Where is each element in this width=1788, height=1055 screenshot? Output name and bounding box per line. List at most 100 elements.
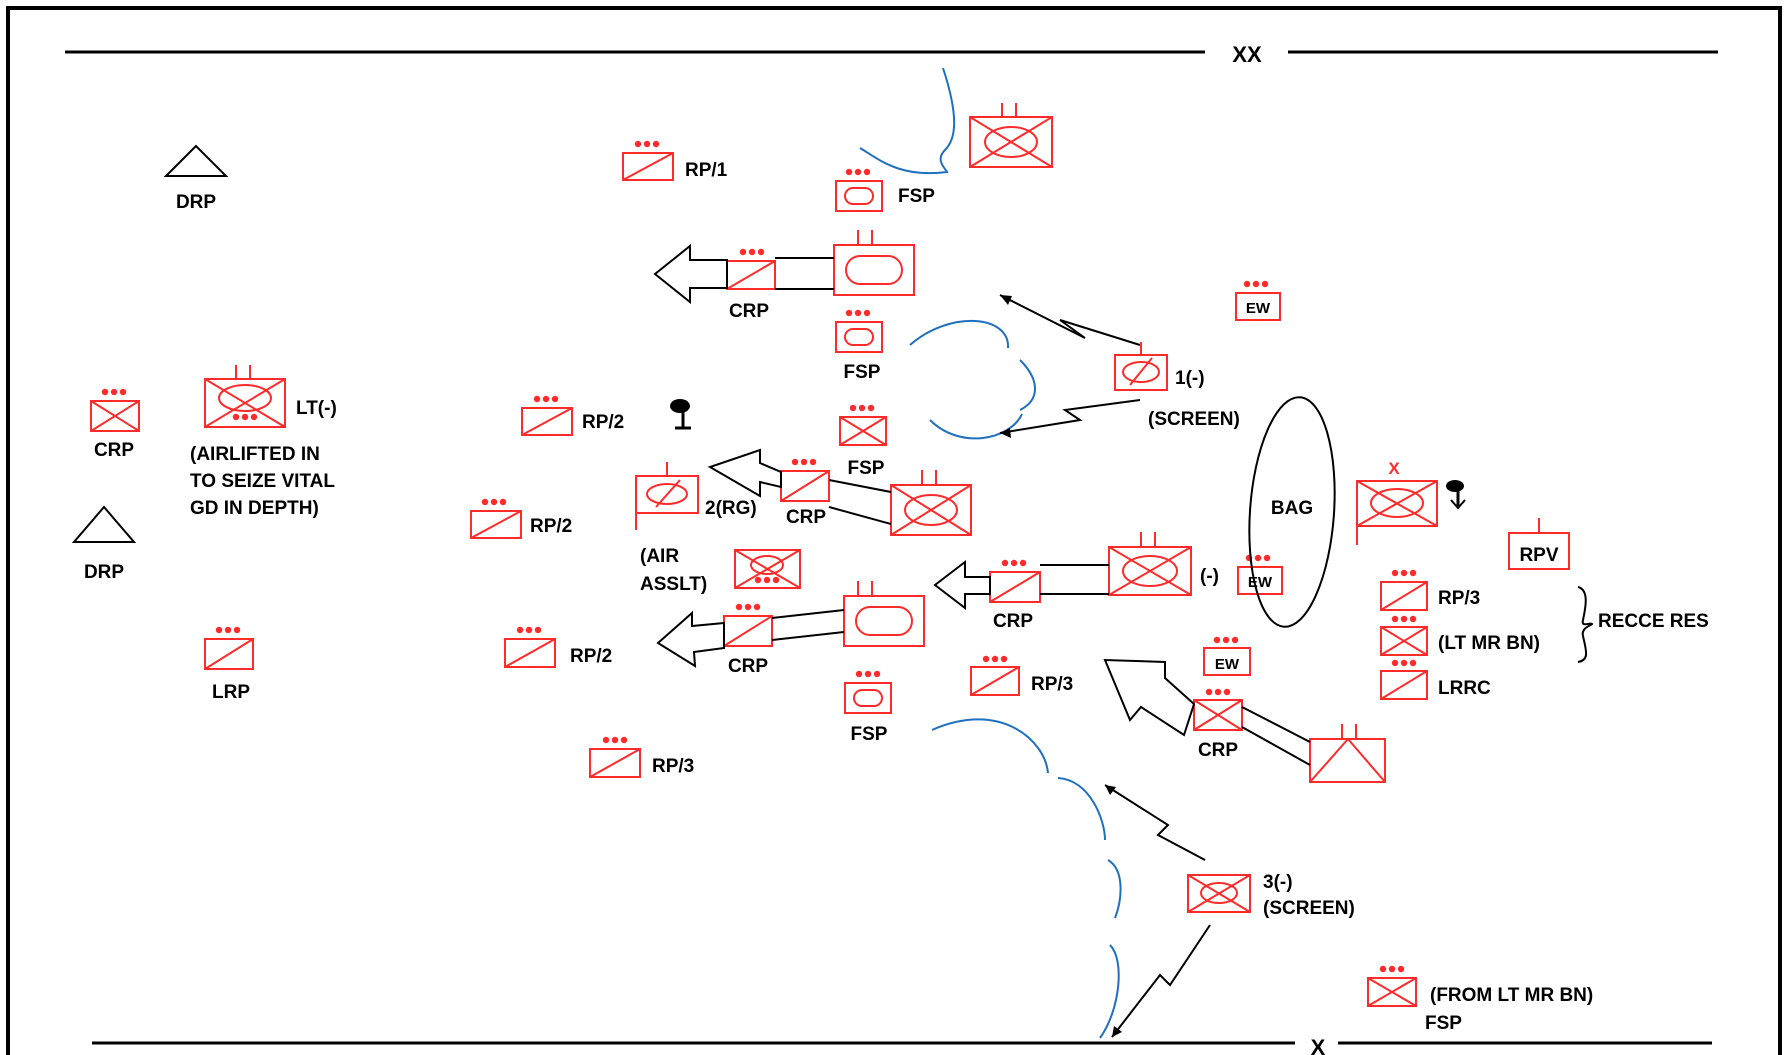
fsp-label-2: FSP [844,362,881,383]
fsp-label-1: FSP [898,186,935,207]
rp3-label-right: RP/3 [1438,588,1480,609]
from-lt-label-1: (FROM LT MR BN) [1430,985,1593,1006]
crp-symbol-3 [780,458,830,502]
rp3-symbol-right [1380,569,1428,611]
bag-area [1248,396,1336,628]
ew-symbol-1 [1235,280,1281,321]
airlift-note-2: TO SEIZE VITAL [190,471,335,492]
screen3-label-a: 3(-) [1263,872,1293,893]
fsp-label-3: FSP [848,458,885,479]
drp-label-2: DRP [84,562,124,583]
rp3-symbol-left [589,736,641,778]
lt-mr-bn-symbol [1380,615,1428,656]
drp-label-1: DRP [176,192,216,213]
crp-label-5: CRP [1198,740,1238,761]
lightning-arrow-3b [1111,924,1211,1038]
screen3-label-b: (SCREEN) [1263,898,1355,919]
rp1-symbol [622,140,674,181]
screen-arc-south [931,718,1122,1039]
crp-label-left: CRP [94,440,134,461]
screen1-label-a: 1(-) [1175,368,1205,389]
airlift-note-3: GD IN DEPTH) [190,498,319,519]
fsp-label-4: FSP [851,724,888,745]
lightning-arrow-1b [999,399,1141,434]
screen-arc-top [859,67,956,175]
rg-label: 2(RG) [705,498,757,519]
lightning-arrow-3a [1104,784,1206,861]
crp-symbol-left [90,388,140,432]
helicopter-icon-left [670,399,691,430]
crp-label-2: CRP [786,507,826,528]
crp-label-4: CRP [728,656,768,677]
air-assault-label-2: ASSLT) [640,574,707,595]
crp-symbol-4 [989,559,1041,603]
tank-unit-main [1108,532,1192,596]
brigade-unit [1356,480,1438,545]
rp2-label-c: RP/2 [570,646,612,667]
ew-label-1: EW [1246,300,1271,317]
fsp-symbol-1 [835,168,883,212]
rp2-symbol-b [470,498,522,539]
lightning-arrow-1a [999,294,1141,346]
airlift-note-1: (AIRLIFTED IN [190,444,320,465]
advance-arrow-rg [707,448,782,498]
rg-unit [635,462,699,530]
recce-res-label: RECCE RES [1598,611,1709,632]
rp2-symbol-c [504,626,556,668]
drp-triangle-2 [71,505,137,543]
lrrc-symbol [1380,659,1428,700]
rp3-label-left: RP/3 [652,756,694,777]
lt-label: LT(-) [296,398,337,419]
rpv-label: RPV [1519,545,1558,566]
lrp-symbol [204,626,254,670]
advance-arrow-east [1103,658,1196,737]
rp2-label-b: RP/2 [530,516,572,537]
boundary-label-bottom: X [1311,1035,1326,1055]
fsp-symbol-4 [844,670,892,714]
lt-airlifted-symbol [204,365,286,428]
ew-label-2: EW [1248,574,1273,591]
rpv-symbol [1508,518,1570,570]
screen-arc-middle [909,319,1036,440]
crp-label-3: CRP [993,611,1033,632]
screen1-label-b: (SCREEN) [1148,409,1240,430]
bag-label: BAG [1271,498,1313,519]
lrp-label: LRP [212,682,250,703]
tank-unit-center [890,470,972,536]
rp1-label: RP/1 [685,160,728,181]
minus-label: (-) [1200,566,1219,587]
crp-symbol-2 [839,404,887,446]
crp-label-1: CRP [729,301,769,322]
screen-unit-3 [1187,874,1251,913]
lt-mr-bn-label: (LT MR BN) [1438,633,1540,654]
recce-unit-top [969,103,1053,168]
x-mark-label: X [1388,459,1400,478]
advance-arrow-center [933,559,991,611]
advance-arrow-north [653,243,728,305]
air-assault-label-1: (AIR [640,546,679,567]
boundary-label-top: XX [1232,42,1262,67]
air-assault-symbol [734,549,801,589]
ew-symbol-3 [1203,636,1251,676]
rp3-symbol-mid [970,655,1020,696]
from-lt-label-2: FSP [1425,1013,1462,1034]
crp-symbol-1 [726,248,776,290]
fsp-symbol-5 [1367,965,1417,1007]
helicopter-icon-right [1446,480,1466,510]
ew-label-3: EW [1215,656,1240,673]
outer-frame [6,6,1782,1055]
recce-brace [1577,586,1594,663]
artillery-unit [1309,724,1386,783]
drp-triangle-1 [163,144,229,177]
rp2-symbol-a [521,395,573,436]
fsp-symbol-2 [835,309,883,353]
screen-unit-1 [1114,342,1168,391]
rp2-label-a: RP/2 [582,412,624,433]
advance-arrow-south [656,610,725,668]
crp-symbol-6 [1193,688,1243,731]
lrrc-label: LRRC [1438,678,1491,699]
tank-unit-south [843,581,925,647]
ew-symbol-2 [1237,554,1283,595]
